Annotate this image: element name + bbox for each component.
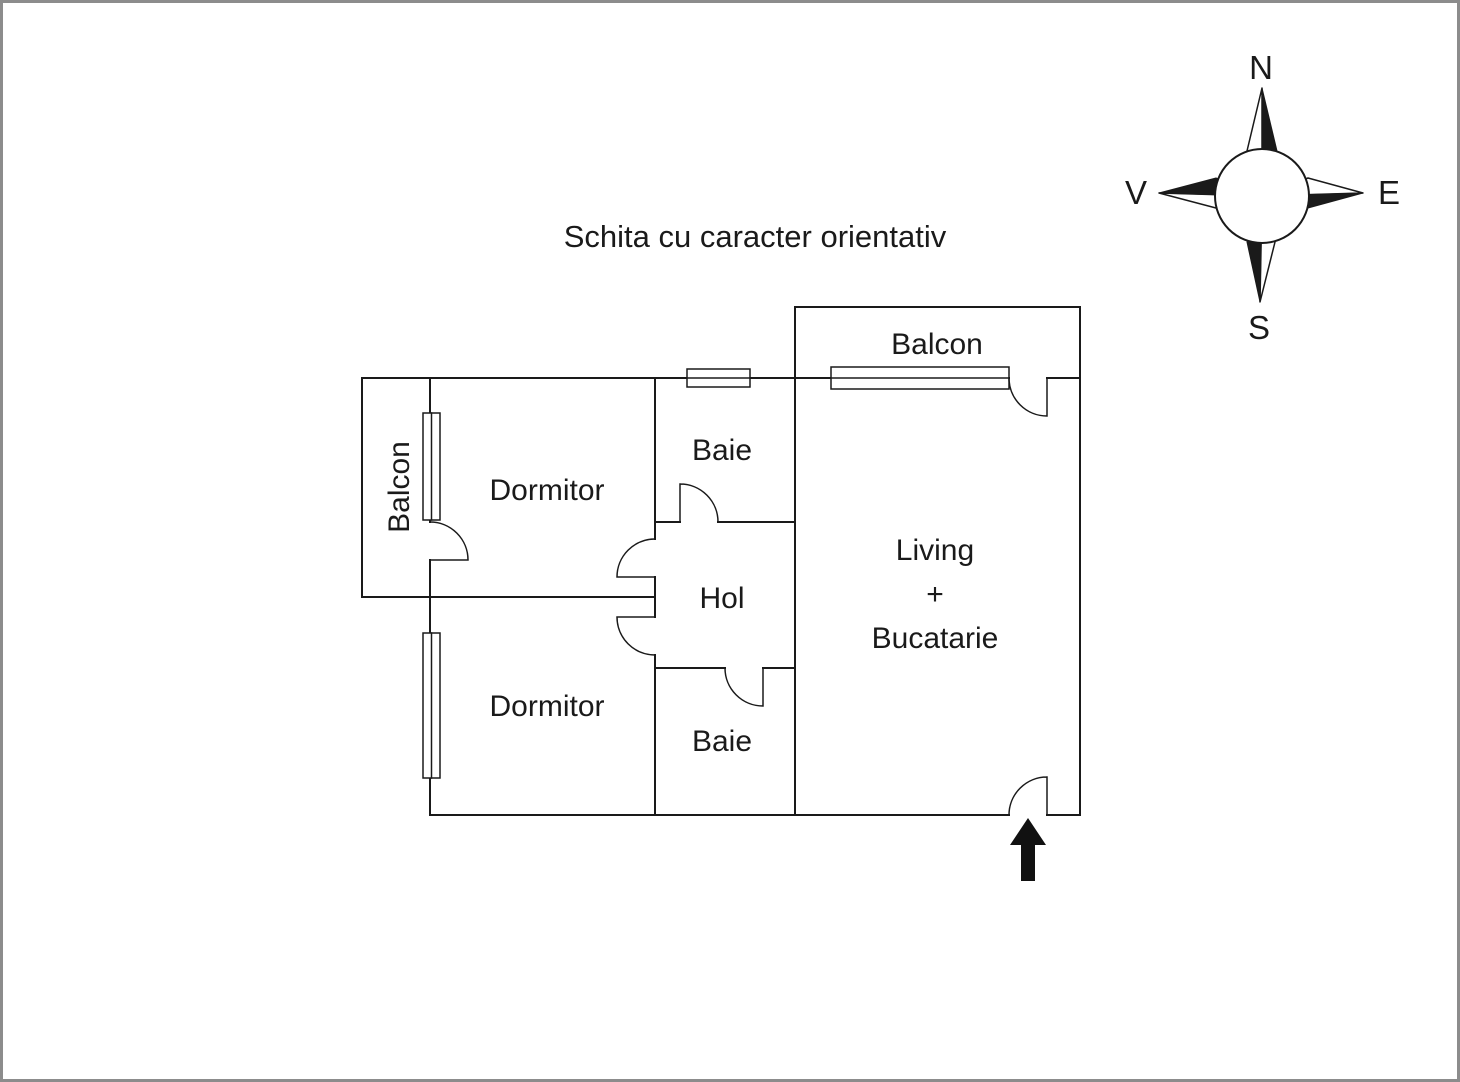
compass-rose: N E S V [1125,49,1400,346]
compass-circle [1214,148,1310,244]
door-bedroom-top [616,538,656,578]
compass-label-south: S [1248,309,1270,346]
compass-label-east: E [1378,174,1400,211]
room-labels: Balcon Balcon Dormitor Baie Hol Living +… [383,328,998,758]
label-bedroom-top: Dormitor [489,474,604,507]
door-bathroom-bottom [724,667,764,707]
door-bedroom-bottom [616,616,656,656]
window-bedroom-bottom [422,632,441,779]
label-balcony-top: Balcon [891,328,983,361]
label-living-line3: Bucatarie [872,622,999,655]
window-balcony-left [422,412,441,521]
door-bedroom-top-balcony [429,521,469,561]
label-living-line2: + [926,578,944,611]
label-hall: Hol [699,582,744,615]
label-living-line1: Living [896,534,974,567]
window-bathroom-top [686,368,751,388]
windows [422,366,1010,779]
label-bedroom-bottom: Dormitor [489,690,604,723]
window-living-balcony [830,366,1010,390]
floor-plan [361,306,1081,816]
door-bathroom-top [679,483,719,523]
door-entrance [1008,776,1048,816]
label-bathroom-bottom: Baie [692,725,752,758]
compass-label-north: N [1249,49,1273,86]
doors [429,377,1048,816]
label-balcony-left: Balcon [383,441,416,533]
entrance-arrow-icon [1010,818,1046,881]
compass-label-west: V [1125,174,1147,211]
page-title: Schita cu caracter orientativ [564,219,947,254]
label-bathroom-top: Baie [692,434,752,467]
door-living-balcony [1008,377,1048,417]
